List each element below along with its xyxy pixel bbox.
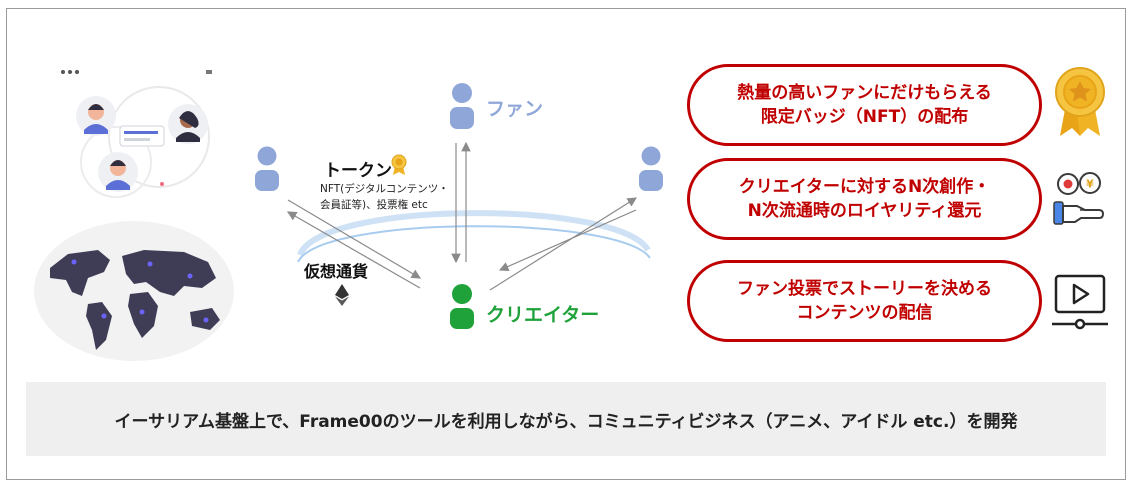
feature-pill-nft-badge: 熱量の高いファンにだけもらえる 限定バッジ（NFT）の配布 <box>687 64 1042 146</box>
community-chat-illustration <box>61 70 212 198</box>
feature-line: コンテンツの配信 <box>796 303 933 323</box>
token-subtext-1: NFT(デジタルコンテンツ・ <box>320 183 449 195</box>
world-map-illustration <box>34 221 234 361</box>
summary-text: イーサリアム基盤上で、Frame00のツールを利用しながら、コミュニティビジネス… <box>114 411 1018 432</box>
creator-label: クリエイター <box>486 304 600 326</box>
feature-pill-royalty: クリエイターに対するN次創作・ N次流通時のロイヤリティ還元 <box>687 158 1042 240</box>
feature-pill-fan-vote: ファン投票でストーリーを決める コンテンツの配信 <box>687 260 1042 342</box>
token-medal-icon <box>391 154 407 175</box>
medal-icon <box>1055 67 1105 136</box>
fan-label: ファン <box>486 98 544 120</box>
token-subtext-2: 会員証等)、投票権 etc <box>320 199 428 211</box>
coins-hand-icon: ¥ <box>1053 172 1105 225</box>
svg-text:¥: ¥ <box>1086 178 1094 191</box>
right-fan-person-icon <box>639 146 663 191</box>
feature-line: 熱量の高いファンにだけもらえる <box>737 83 992 103</box>
fan-person-icon <box>450 83 474 129</box>
left-fan-person-icon <box>255 146 279 191</box>
feature-line: クリエイターに対するN次創作・ <box>738 177 991 197</box>
ethereum-icon <box>335 284 349 306</box>
feature-line: 限定バッジ（NFT）の配布 <box>760 107 969 127</box>
summary-banner: イーサリアム基盤上で、Frame00のツールを利用しながら、コミュニティビジネス… <box>26 382 1106 456</box>
video-player-icon <box>1052 274 1108 330</box>
virtual-currency-label: 仮想通貨 <box>304 262 369 281</box>
creator-person-icon <box>450 284 474 329</box>
token-title: トークン <box>324 161 392 181</box>
feature-line: N次流通時のロイヤリティ還元 <box>747 201 982 221</box>
feature-line: ファン投票でストーリーを決める <box>737 279 992 299</box>
